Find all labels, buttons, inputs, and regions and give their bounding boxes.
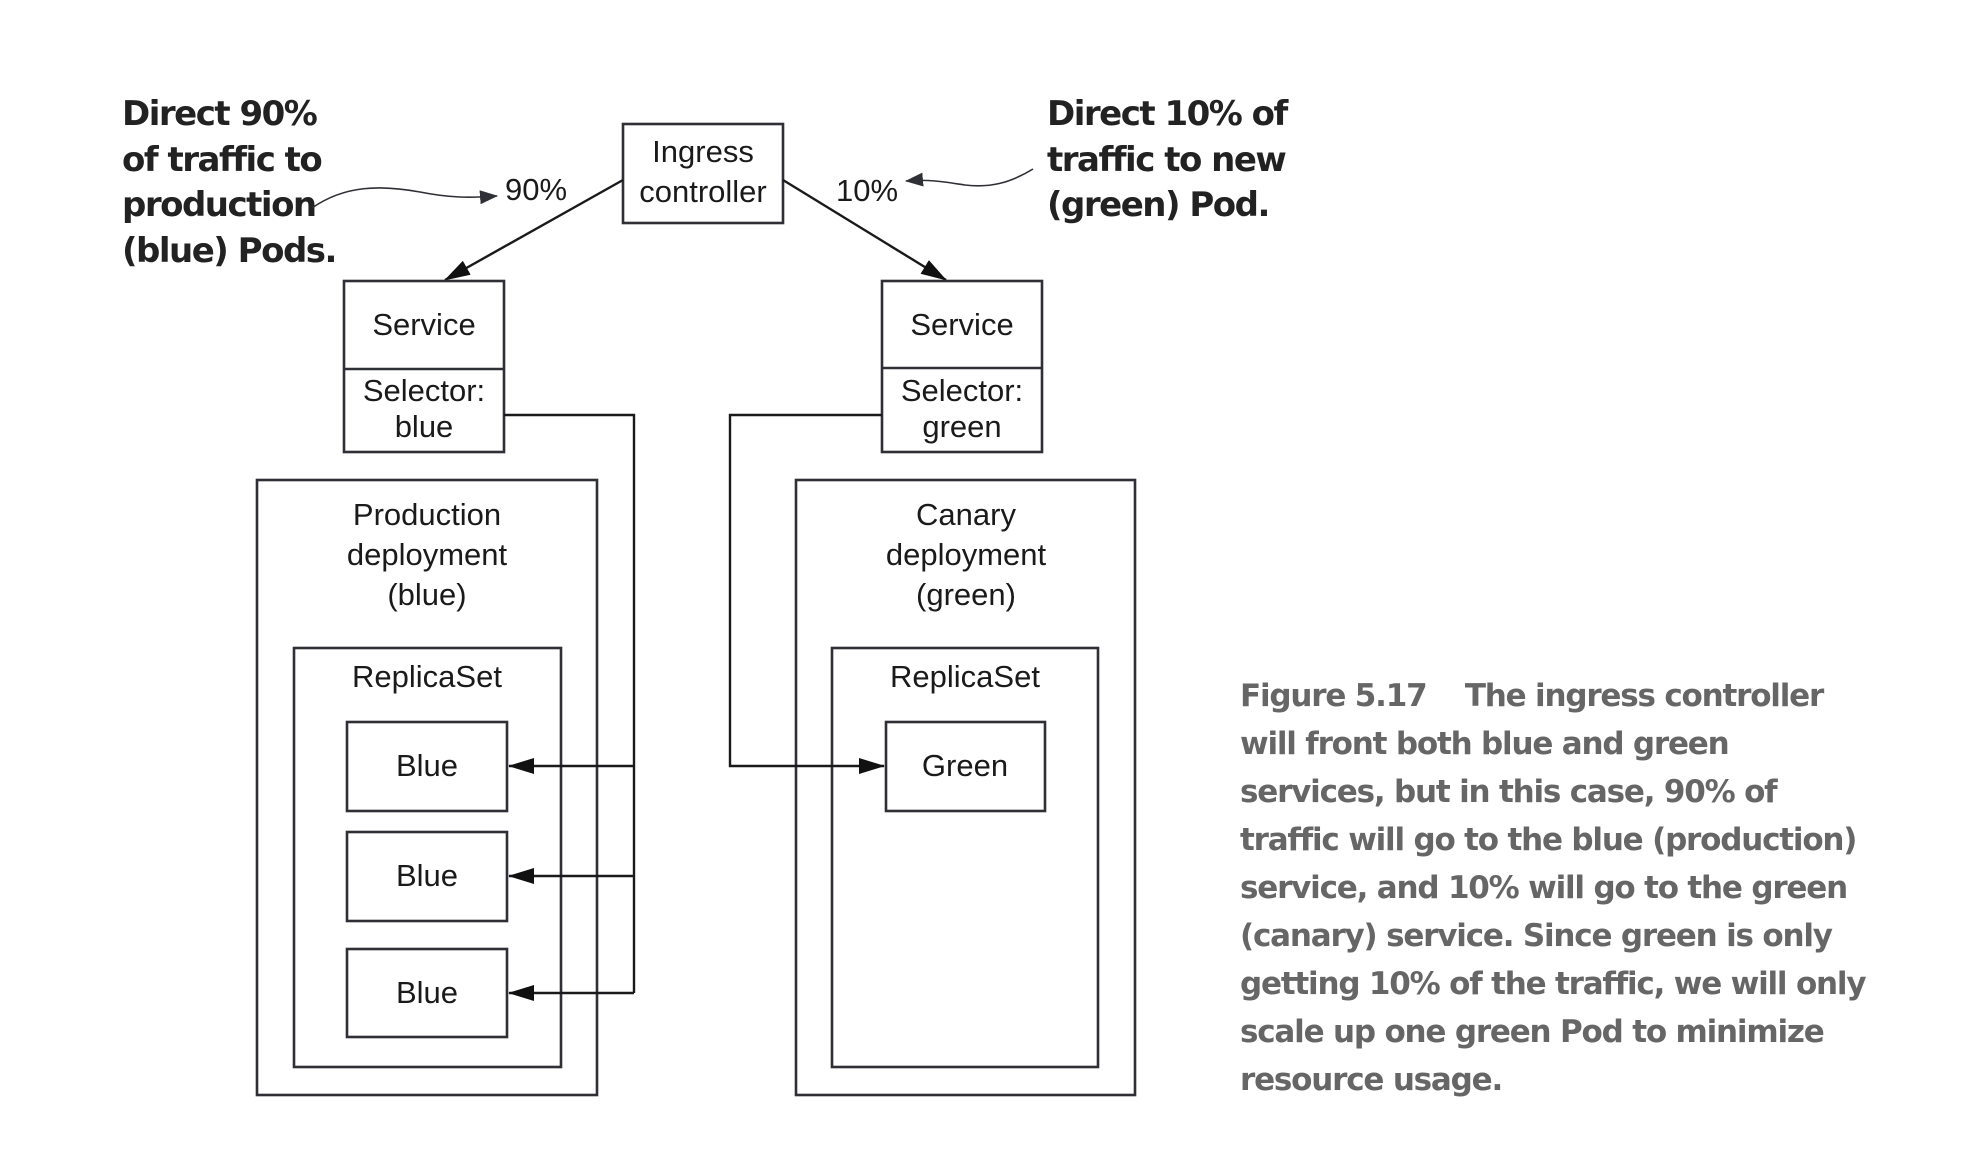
service-box [342, 279, 506, 454]
replicaset-label: ReplicaSet [890, 659, 1040, 694]
pod-label: Blue [396, 858, 458, 893]
caption-line: Figure 5.17 The ingress controller [1240, 678, 1825, 714]
service-blue: Service Selector: blue [342, 279, 506, 454]
annotation-line: traffic to new [1047, 140, 1286, 180]
selector-connector-green [728, 413, 885, 774]
caption-line: will front both blue and green [1240, 726, 1729, 762]
pod-box [345, 830, 509, 923]
annotation-line: (blue) Pods. [122, 231, 336, 271]
deployment-title: Production [353, 497, 501, 532]
traffic-percent-blue: 90% [505, 172, 567, 207]
selector-connector-blue [504, 413, 636, 993]
pod-label: Blue [396, 748, 458, 783]
ingress-label: controller [639, 174, 767, 209]
service-green: Service Selector: green [880, 279, 1044, 454]
service-title: Service [910, 307, 1013, 342]
pod-box [884, 720, 1047, 813]
annotation-line: (green) Pod. [1047, 185, 1269, 225]
arrow-ingress-to-blue-service [444, 178, 624, 282]
caption-line: services, but in this case, 90% of [1240, 774, 1778, 810]
traffic-percent-green: 10% [836, 173, 898, 208]
deployment-title: (green) [916, 577, 1016, 612]
annotation-line: of traffic to [122, 140, 321, 180]
pod-box [345, 947, 509, 1039]
canary-deployment: Canary deployment (green) ReplicaSet Gre… [794, 478, 1137, 1097]
selector-label: Selector: [901, 373, 1023, 408]
deployment-title: deployment [347, 537, 508, 572]
replicaset-box [830, 646, 1100, 1069]
pod-box [345, 720, 509, 813]
annotation-line: Direct 10% of [1047, 94, 1290, 134]
annotation-blue-traffic: Direct 90% of traffic to production (blu… [122, 94, 337, 271]
ingress-controller-box [621, 122, 785, 225]
figure-caption: Figure 5.17 The ingress controller will … [1240, 678, 1868, 1098]
caption-line: scale up one green Pod to minimize [1240, 1014, 1824, 1050]
pod-label: Blue [396, 975, 458, 1010]
service-box [880, 279, 1044, 454]
annotation-line: production [122, 185, 316, 225]
pod-label: Green [922, 748, 1008, 783]
caption-line: getting 10% of the traffic, we will only [1240, 966, 1866, 1002]
caption-line: service, and 10% will go to the green [1240, 870, 1847, 906]
selector-label: Selector: [363, 373, 485, 408]
caption-line: (canary) service. Since green is only [1240, 918, 1833, 954]
selector-value: blue [395, 409, 454, 444]
deployment-title: Canary [916, 497, 1016, 532]
selector-value: green [922, 409, 1001, 444]
annotation-green-traffic: Direct 10% of traffic to new (green) Pod… [1047, 94, 1291, 225]
callout-arrow-10 [905, 168, 1034, 187]
annotation-line: Direct 90% [122, 94, 317, 134]
replicaset-label: ReplicaSet [352, 659, 502, 694]
ingress-label: Ingress [652, 134, 754, 169]
deployment-title: deployment [886, 537, 1047, 572]
deployment-title: (blue) [387, 577, 466, 612]
caption-line: traffic will go to the blue (production) [1240, 822, 1856, 858]
production-deployment: Production deployment (blue) ReplicaSet … [255, 478, 599, 1097]
arrow-ingress-to-green-service [782, 178, 947, 282]
caption-line: resource usage. [1240, 1062, 1502, 1098]
callout-arrow-90 [311, 187, 498, 209]
service-title: Service [372, 307, 475, 342]
ingress-controller-node: Ingress controller [621, 122, 785, 225]
